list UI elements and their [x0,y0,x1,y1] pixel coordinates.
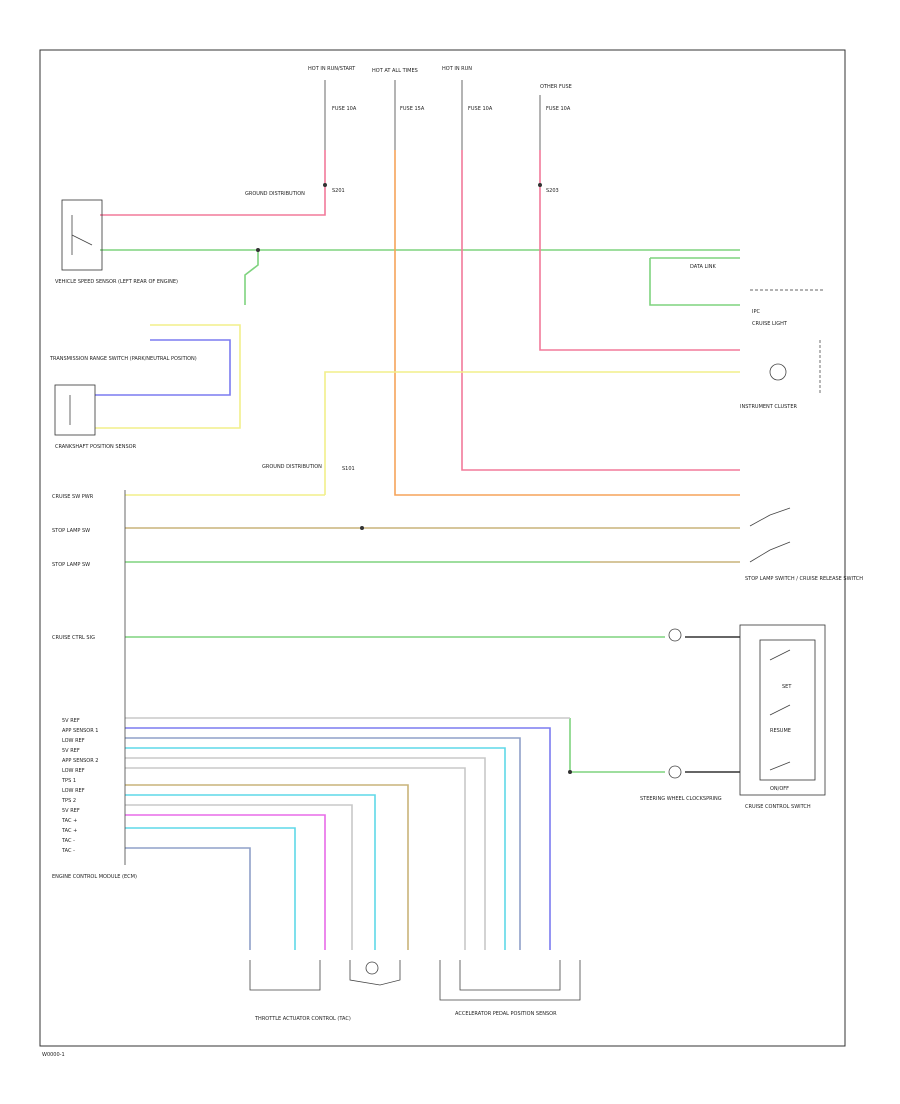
wire-tan-tac1 [125,784,409,950]
ecm-pin-11: TPS 1 [61,778,76,784]
splice-label-2: S203 [546,188,559,194]
wire-gray-app5 [125,767,466,950]
ecm-pin-7: LOW REF [62,738,85,744]
ecm-pin-17: TAC - [61,838,75,844]
top-source-hot-run: HOT IN RUN [442,66,472,72]
fuse-label-3: FUSE 10A [468,106,493,112]
vss-title: VEHICLE SPEED SENSOR (LEFT REAR OF ENGIN… [55,279,178,285]
cruise-switch-title: CRUISE CONTROL SWITCH [745,804,811,810]
fuse-label-1: FUSE 10A [332,106,357,112]
app-connector [439,960,581,1001]
tac-title: THROTTLE ACTUATOR CONTROL (TAC) [254,1016,351,1022]
wire-group [95,150,740,950]
clockspring-title: STEERING WHEEL CLOCKSPRING [640,796,722,802]
top-source-hot-start: HOT IN RUN/START [308,66,356,72]
top-source-other-fuse: OTHER FUSE [540,84,572,90]
tac-connector [249,960,401,991]
cruise-switch-box [739,624,826,796]
splice-dot-5 [568,770,572,774]
ecm-pin-3: STOP LAMP SW [52,562,90,568]
fuse-label-4: FUSE 10A [546,106,571,112]
ecm-pin-4: CRUISE CTRL SIG [52,635,95,641]
wire-slate-tac6 [125,847,251,950]
top-source-hot-all: HOT AT ALL TIMES [372,68,418,74]
ecm-pin-18: TAC - [61,848,75,854]
instrument-cluster-label: INSTRUMENT CLUSTER [740,404,798,410]
ecm-pin-2: STOP LAMP SW [52,528,90,534]
data-link-label: DATA LINK [690,264,716,270]
footer-code: W0000-1 [42,1052,65,1058]
splice-label-1: S201 [332,188,345,194]
fuse-label-2: FUSE 15A [400,106,425,112]
splice-dot-2 [538,183,542,187]
wire-cyan-tac2 [125,794,376,950]
ckp-title: CRANKSHAFT POSITION SENSOR [55,444,137,450]
wire-orange-main [394,150,740,496]
ecm-pin-1: CRUISE SW PWR [52,494,94,500]
ecm-pin-10: LOW REF [62,768,85,774]
wire-blue-app1 [125,727,551,950]
app-title: ACCELERATOR PEDAL POSITION SENSOR [455,1011,557,1017]
ground-label-top: GROUND DISTRIBUTION [245,191,305,197]
wire-red-other [539,150,740,351]
clockspring-connector-icon-1 [668,628,682,642]
ecm-title: ENGINE CONTROL MODULE (ECM) [52,874,137,880]
ecm-pin-16: TAC + [61,828,77,834]
ecm-pin-12: LOW REF [62,788,85,794]
wire-blue-trans [95,339,231,396]
ecm-pin-8: 5V REF [62,748,80,754]
wire-magenta-tac4 [125,814,326,950]
stop-switch-contacts [749,507,791,563]
ecm-pin-13: TPS 2 [61,798,76,804]
wire-red-run [461,150,740,471]
cruise-light-label: CRUISE LIGHT [752,321,788,327]
ecm-pin-5: 5V REF [62,718,80,724]
tac-motor-icon [365,961,379,975]
set-label: SET [782,684,792,690]
wire-gray-tac3 [125,804,353,950]
cruise-switch-inner [759,639,816,781]
cruise-lamp-icon [769,363,787,381]
wire-green-ground [244,250,259,305]
ecm-pin-14: 5V REF [62,808,80,814]
ecm-pin-9: APP SENSOR 2 [62,758,98,764]
ecm-pin-6: APP SENSOR 1 [62,728,98,734]
on-off-label: ON/OFF [770,786,789,792]
vss-box [61,199,103,271]
fuse-group: FUSE 10A FUSE 15A FUSE 10A FUSE 10A [324,80,571,150]
wire-green-ipc2 [649,258,740,306]
ecm-pin-labels: CRUISE SW PWR STOP LAMP SW STOP LAMP SW … [52,494,98,854]
resume-label: RESUME [770,728,791,734]
trans-switch-title: TRANSMISSION RANGE SWITCH (PARK/NEUTRAL … [49,356,197,362]
ecm-pin-15: TAC + [61,818,77,824]
wire-yellow-trans1 [95,324,241,429]
ipc-label: IPC [752,309,760,315]
clockspring-connector-icon-2 [668,765,682,779]
wire-green-clock [569,718,665,773]
wire-cyan-app3 [125,747,506,950]
ground-splice-label: S101 [342,466,355,472]
wire-gray-app4 [125,757,486,950]
splice-dot-1 [323,183,327,187]
stop-switch-title: STOP LAMP SWITCH / CRUISE RELEASE SWITCH [745,576,863,582]
splice-dot-4 [360,526,364,530]
wire-red-vss [100,150,326,216]
wire-yellow-ipc [324,371,740,495]
ground-label-mid: GROUND DISTRIBUTION [262,464,322,470]
diagram-frame [39,49,846,1047]
splice-dot-3 [256,248,260,252]
wire-slate-app2 [125,737,521,950]
trans-switch-box [54,384,96,436]
wire-cyan-tac5 [125,827,296,950]
